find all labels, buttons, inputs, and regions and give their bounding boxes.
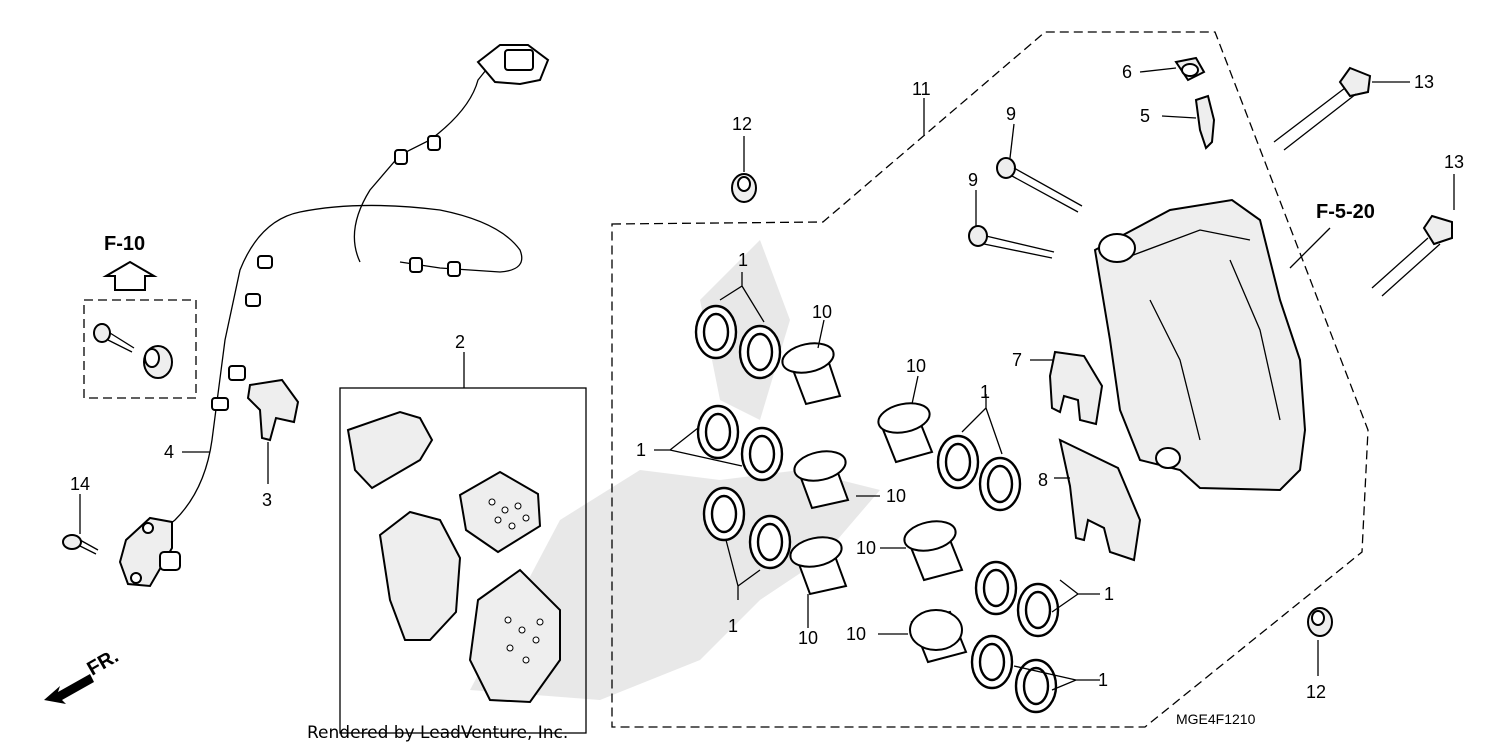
caliper-mounting-bolts (1273, 66, 1453, 297)
callout-1-a: 1 (738, 250, 748, 270)
reference-f10: F-10 (104, 233, 145, 255)
callout-9-lower: 9 (968, 170, 978, 190)
callout-1-f: 1 (1098, 670, 1108, 690)
caliper-pistons (781, 342, 968, 664)
front-direction-arrow (44, 674, 94, 704)
bleeder-cap (1174, 56, 1206, 82)
callout-13-upper: 13 (1414, 72, 1434, 92)
diagram-code: MGE4F1210 (1176, 711, 1256, 727)
callout-6: 6 (1122, 62, 1132, 82)
callout-7: 7 (1012, 350, 1022, 370)
callout-5: 5 (1140, 106, 1150, 126)
collars (731, 173, 1333, 637)
callout-14: 14 (70, 474, 90, 494)
callout-3: 3 (262, 490, 272, 510)
callout-12-upper: 12 (732, 114, 752, 134)
harness-clamp (246, 378, 300, 442)
callout-8: 8 (1038, 470, 1048, 490)
callout-10-d: 10 (856, 538, 876, 558)
sensor-bolt (62, 534, 99, 555)
callout-10-b: 10 (906, 356, 926, 376)
wheel-speed-sensor (118, 516, 181, 588)
callout-11: 11 (912, 79, 931, 99)
bleeder-screw (1194, 94, 1216, 150)
callout-2: 2 (455, 332, 465, 352)
callout-12-lower: 12 (1306, 682, 1326, 702)
callout-4: 4 (164, 442, 174, 462)
caliper-group-box (611, 31, 1369, 728)
f10-bolt-and-collar (93, 323, 173, 379)
callout-10-e: 10 (846, 624, 866, 644)
callout-1-c: 1 (636, 440, 646, 460)
pad-retainer (1058, 438, 1142, 562)
callout-13-lower: 13 (1444, 152, 1464, 172)
f10-up-arrow (102, 260, 158, 291)
callout-10-c: 10 (886, 486, 906, 506)
callout-10-f: 10 (798, 628, 818, 648)
callout-9-upper: 9 (1006, 104, 1016, 124)
pad-spring (1048, 350, 1104, 426)
caliper-body (1093, 198, 1307, 492)
reference-f5-20: F-5-20 (1316, 201, 1375, 223)
pad-set-box (339, 387, 587, 734)
brake-pad-set (346, 410, 561, 704)
callout-1-b: 1 (980, 382, 990, 402)
pad-pin-bolts (968, 157, 1083, 259)
sensor-harness (142, 44, 550, 546)
f10-group-box (83, 299, 197, 399)
callout-1-e: 1 (728, 616, 738, 636)
callout-10-a: 10 (812, 302, 832, 322)
render-credit: Rendered by LeadVenture, Inc. (307, 723, 568, 743)
piston-seals (694, 304, 1060, 714)
leader-lines (79, 67, 1455, 691)
callout-1-d: 1 (1104, 584, 1114, 604)
